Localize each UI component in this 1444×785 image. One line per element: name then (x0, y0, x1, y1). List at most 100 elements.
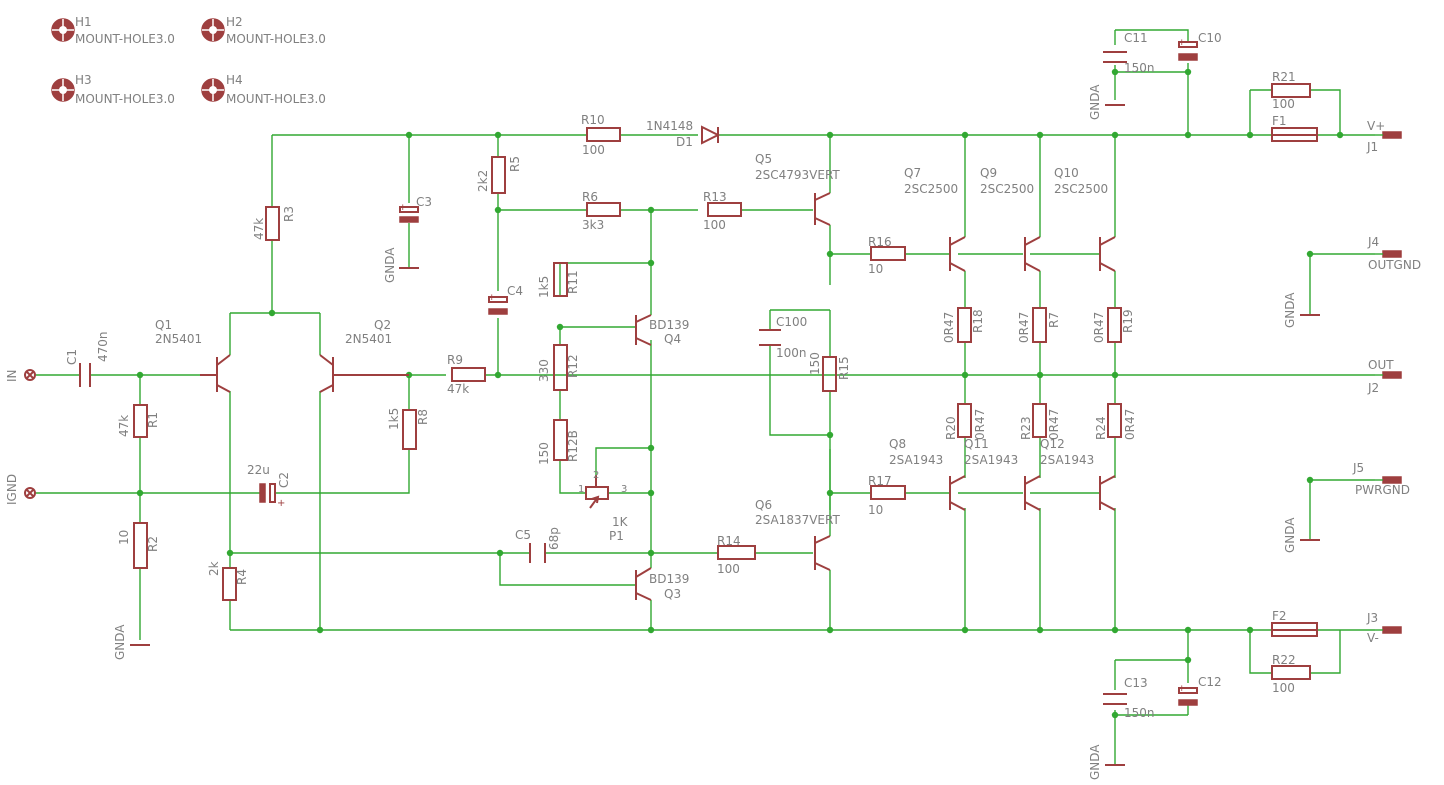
resistor-r5 (491, 156, 506, 194)
label-r18-value: 0R47 (942, 312, 956, 343)
label-q10: Q10 (1054, 166, 1079, 180)
label-r20-value: 0R47 (973, 409, 987, 440)
label-r1-value: 47k (117, 415, 131, 437)
capacitor-c4 (488, 296, 508, 303)
label-p1-pin2: 2 (593, 470, 599, 481)
transistor-q8 (949, 475, 966, 511)
label-q5-value: 2SC4793VERT (755, 168, 840, 182)
label-c100: C100 (776, 315, 807, 329)
input-pad-ignd (24, 487, 36, 499)
label-r12b-value: 150 (537, 442, 551, 465)
label-r1: R1 (146, 412, 160, 428)
label-r24: R24 (1094, 416, 1108, 440)
label-r4: R4 (235, 569, 249, 585)
label-c13-value: 150n (1124, 706, 1155, 720)
label-c13: C13 (1124, 676, 1148, 690)
resistor-r12 (553, 344, 568, 391)
label-r7-value: 0R47 (1017, 312, 1031, 343)
label-gnda-c3: GNDA (383, 247, 397, 283)
label-r13-value: 100 (703, 218, 726, 232)
label-c2: C2 (277, 472, 291, 488)
label-q3: Q3 (664, 587, 681, 601)
label-c11-value: 150n (1124, 61, 1155, 75)
label-outgnd: OUTGND (1368, 258, 1421, 272)
label-r5-value: 2k2 (476, 170, 490, 192)
resistor-r24 (1107, 403, 1122, 438)
transistor-q9 (1024, 236, 1041, 272)
label-c12: C12 (1198, 675, 1222, 689)
label-r9: R9 (447, 353, 463, 367)
resistor-r10 (586, 127, 621, 142)
label-r19-value: 0R47 (1092, 312, 1106, 343)
label-j4: J4 (1367, 235, 1379, 249)
label-pwrgnd: PWRGND (1355, 483, 1410, 497)
label-r21: R21 (1272, 70, 1296, 84)
label-c5-value: 68p (547, 527, 561, 550)
transistor-q10 (1099, 236, 1116, 272)
label-f2: F2 (1272, 609, 1287, 623)
label-r12b: R12B (566, 430, 580, 462)
resistor-r7 (1032, 307, 1047, 343)
label-r14-value: 100 (717, 562, 740, 576)
label-j2: J2 (1367, 381, 1379, 395)
resistor-r3 (265, 206, 280, 241)
label-r4-value: 2k (207, 561, 221, 576)
h3-value: MOUNT-HOLE3.0 (75, 92, 175, 106)
label-r3-value: 47k (252, 218, 266, 240)
label-q9: Q9 (980, 166, 997, 180)
label-in: IN (5, 369, 19, 382)
label-q7: Q7 (904, 166, 921, 180)
transistor-q4 (635, 314, 652, 346)
label-r6: R6 (582, 190, 598, 204)
label-q2: Q2 (374, 318, 391, 332)
label-p1-pin3: 3 (621, 484, 627, 495)
label-r15-value: 150 (808, 352, 822, 375)
label-r2-value: 10 (117, 530, 131, 545)
resistor-r8 (402, 409, 417, 450)
label-p1-pin1: 1 (578, 484, 584, 495)
label-r7: R7 (1047, 312, 1061, 328)
label-c2-plus: + (277, 498, 285, 509)
resistor-r13 (707, 202, 742, 217)
label-r8-value: 1k5 (387, 408, 401, 430)
resistor-r21 (1271, 83, 1311, 98)
label-vminus: V- (1367, 631, 1379, 645)
label-gnda-r2: GNDA (113, 624, 127, 660)
diode-d1 (701, 125, 721, 145)
capacitor-c12 (1178, 687, 1198, 694)
label-r18: R18 (971, 309, 985, 333)
transistor-q2 (319, 354, 409, 393)
capacitor-c5 (529, 543, 546, 563)
mount-hole-h2: H2 MOUNT-HOLE3.0 (201, 15, 326, 46)
h2-value: MOUNT-HOLE3.0 (226, 32, 326, 46)
transistor-q3 (635, 567, 652, 601)
resistor-r22 (1271, 665, 1311, 680)
label-q11: Q11 (964, 437, 989, 451)
resistors (133, 83, 1318, 680)
connector-j3 (1382, 626, 1402, 634)
label-q4: Q4 (664, 332, 681, 346)
label-r24-value: 0R47 (1123, 409, 1137, 440)
label-gnda-top: GNDA (1088, 84, 1102, 120)
label-r10-value: 100 (582, 143, 605, 157)
label-c1-value: 470n (96, 331, 110, 362)
label-r8: R8 (416, 409, 430, 425)
svg-text:+: + (488, 293, 496, 303)
transistor-q1 (200, 354, 231, 393)
label-q10-value: 2SC2500 (1054, 182, 1108, 196)
svg-text:+: + (1178, 684, 1186, 694)
label-j1: J1 (1366, 140, 1378, 154)
h1-value: MOUNT-HOLE3.0 (75, 32, 175, 46)
label-ignd: IGND (5, 474, 19, 505)
label-q8-value: 2SA1943 (889, 453, 943, 467)
label-q3-value: BD139 (649, 572, 689, 586)
h4-value: MOUNT-HOLE3.0 (226, 92, 326, 106)
h4-ref: H4 (226, 73, 243, 87)
label-r2: R2 (146, 536, 160, 552)
label-r22-value: 100 (1272, 681, 1295, 695)
capacitors: + + + + (79, 38, 1198, 706)
resistor-r15 (822, 356, 837, 392)
label-f1: F1 (1272, 114, 1287, 128)
label-r12-value: 330 (537, 359, 551, 382)
